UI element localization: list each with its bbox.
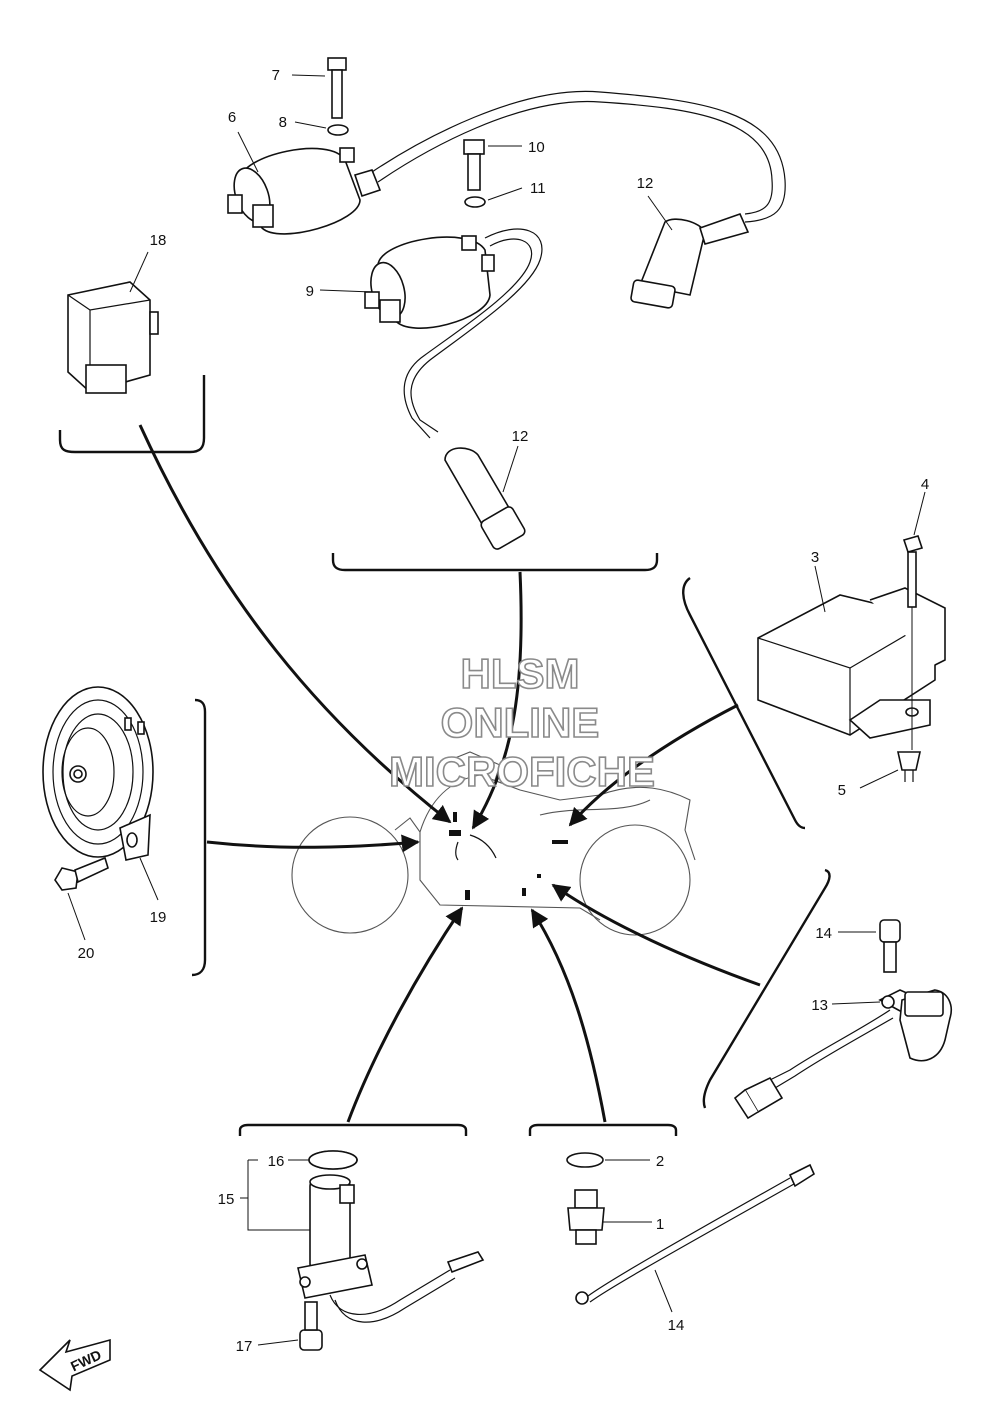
gasket-2 (566, 1152, 650, 1168)
callout-labels: 7 8 6 10 11 12 18 9 12 4 3 5 19 20 14 13… (78, 67, 930, 1355)
washer-8 (294, 121, 349, 136)
relay-19 (67, 251, 159, 394)
watermark-line-1: HLSM (461, 650, 580, 697)
callout-12-upper: 12 (637, 175, 654, 192)
ht-lead-upper-2 (377, 100, 773, 215)
watermark-line-2: ONLINE (441, 699, 600, 746)
callout-4: 4 (921, 476, 929, 493)
horn-20 (42, 686, 159, 901)
sensor-13 (733, 989, 952, 1120)
ignition-coil-6 (227, 131, 382, 235)
group-brackets (58, 375, 831, 1136)
callout-16: 15 (218, 1191, 235, 1208)
callout-19: 18 (150, 232, 167, 249)
plug-cap-12-upper (630, 195, 750, 309)
bolt-14 (838, 919, 901, 973)
washer-11 (464, 187, 523, 208)
rectifier-3 (757, 565, 946, 739)
callout-20: 19 (150, 909, 167, 926)
callout-13: 13 (811, 997, 828, 1014)
motorcycle-outline (291, 751, 696, 936)
callout-8: 8 (279, 114, 287, 131)
plug-cap-12-lower (444, 445, 526, 550)
lead-wire-15 (575, 1163, 816, 1313)
callout-3: 3 (811, 549, 819, 566)
bolt-4 (902, 491, 926, 750)
connection-marks (449, 812, 568, 900)
routing-arrows (138, 424, 761, 1123)
callout-14: 14 (815, 925, 832, 942)
ht-lead-lower (410, 228, 543, 433)
callout-6: 6 (228, 109, 236, 126)
callout-15: 14 (668, 1317, 685, 1334)
callout-7: 7 (272, 67, 280, 84)
fwd-arrow-icon: FWD (38, 1338, 111, 1392)
callout-11: 11 (530, 180, 546, 197)
watermark: HLSM ONLINE MICROFICHE (388, 649, 656, 796)
switch-1 (567, 1189, 652, 1245)
callout-21: 20 (78, 945, 95, 962)
callout-10: 10 (528, 139, 545, 156)
ignition-coil-9 (319, 235, 495, 329)
bolt-10 (463, 139, 522, 191)
watermark-line-3: MICROFICHE (389, 748, 655, 795)
o-ring-17 (288, 1150, 358, 1170)
callout-18: 17 (236, 1338, 253, 1355)
callout-12-lower: 12 (512, 428, 529, 445)
callout-1: 1 (656, 1216, 664, 1233)
ht-lead-upper (371, 90, 786, 223)
callout-17: 16 (268, 1153, 285, 1170)
callout-2: 2 (656, 1153, 664, 1170)
sensor-16 (240, 1150, 485, 1323)
bolt-7 (291, 57, 347, 119)
clip-5 (859, 751, 921, 789)
callout-9: 9 (306, 283, 314, 300)
ht-lead-lower-2 (403, 238, 533, 439)
callout-5: 5 (838, 782, 846, 799)
bolt-18 (257, 1301, 323, 1351)
bolt-21 (54, 856, 109, 941)
